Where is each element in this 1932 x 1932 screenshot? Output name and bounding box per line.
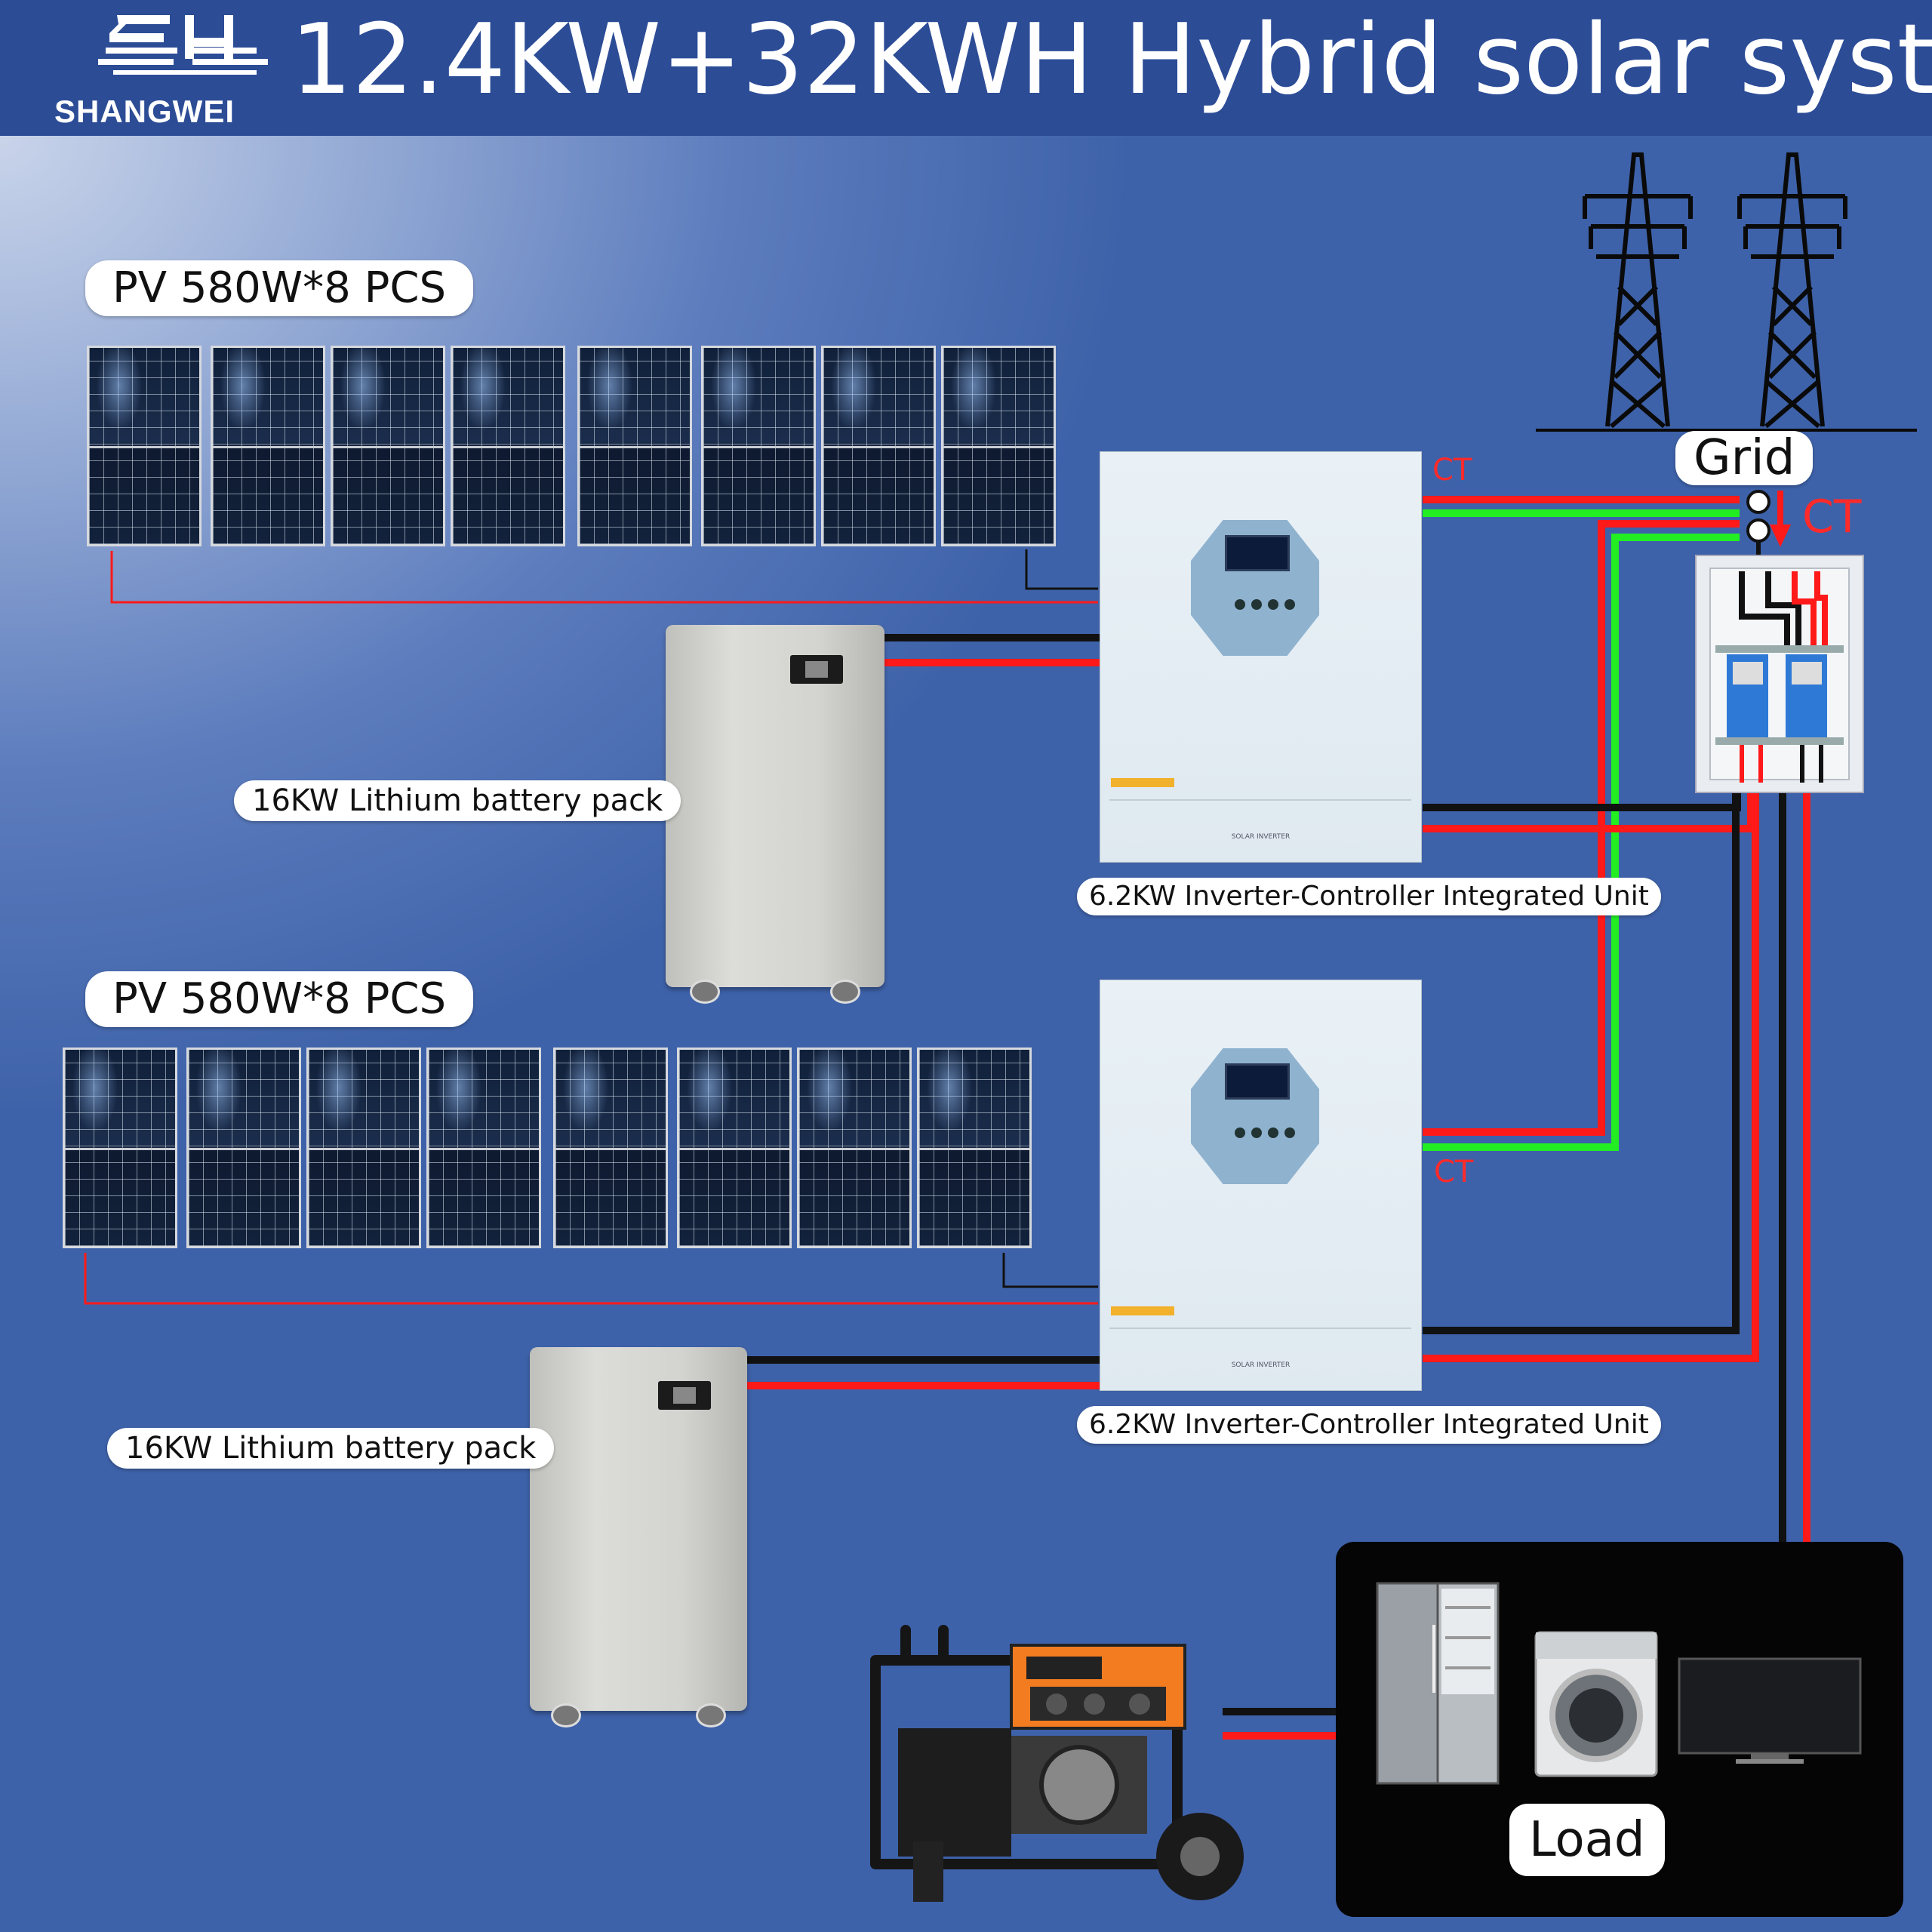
battery-1-label: 16KW Lithium battery pack: [234, 780, 681, 821]
solar-panel: [451, 346, 565, 546]
inverter-button-icon[interactable]: [1284, 1128, 1295, 1138]
battery-switch-icon: [790, 655, 843, 684]
load-label: Load: [1509, 1804, 1665, 1876]
solar-panel: [821, 346, 936, 546]
inverter-button-icon[interactable]: [1284, 599, 1295, 610]
solar-panel: [917, 1048, 1032, 1248]
washing-machine-icon: [1534, 1631, 1658, 1777]
inverter-2: SOLAR INVERTER: [1100, 980, 1422, 1391]
generator-icon: [870, 1625, 1244, 1902]
solar-panel: [306, 1048, 421, 1248]
solar-panel: [87, 346, 202, 546]
wheel-icon: [696, 1703, 726, 1727]
wheel-icon: [551, 1703, 581, 1727]
solar-panel: [941, 346, 1056, 546]
inverter-1-ac-live: [1423, 792, 1755, 832]
solar-panel: [677, 1048, 792, 1248]
pv-array-1-label: PV 580W*8 PCS: [85, 260, 473, 316]
solar-panel: [797, 1048, 912, 1248]
brand-logo: [45, 6, 287, 133]
header-bar: SHANGWEI 12.4KW+32KWH Hybrid solar syste…: [0, 0, 1932, 136]
pv-string-wiring-2: [84, 1253, 1098, 1305]
grid-ct-label: CT: [1802, 491, 1862, 543]
solar-panel: [211, 346, 325, 546]
power-tower-icon: [1536, 152, 1917, 432]
inverter-tag: [1111, 1306, 1174, 1315]
inverter-display-icon: [1225, 535, 1290, 571]
inverter-button-icon[interactable]: [1268, 1128, 1278, 1138]
television-icon: [1678, 1657, 1862, 1764]
inverter-button-icon[interactable]: [1251, 1128, 1262, 1138]
pv-string-wiring-1: [110, 549, 1098, 604]
inverter-divider: [1109, 799, 1411, 801]
inverter-1-ct-label: CT: [1432, 453, 1472, 488]
solar-panel: [331, 346, 445, 546]
inverter-divider: [1109, 1327, 1411, 1329]
wheel-icon: [690, 980, 720, 1004]
inverter-footer-text: SOLAR INVERTER: [1231, 833, 1291, 841]
inverter-2-label: 6.2KW Inverter-Controller Integrated Uni…: [1077, 1406, 1661, 1444]
pv-array-2-label: PV 580W*8 PCS: [85, 971, 473, 1027]
ct-arrow-icon: [1770, 491, 1791, 547]
inverter-2-ct-label: CT: [1434, 1155, 1474, 1189]
inverter-button-icon[interactable]: [1235, 1128, 1245, 1138]
inverter-display-icon: [1225, 1063, 1290, 1100]
solar-panel: [701, 346, 816, 546]
inverter-tag: [1111, 778, 1174, 787]
inverter-1: SOLAR INVERTER: [1100, 451, 1422, 863]
inverter-button-icon[interactable]: [1268, 599, 1278, 610]
grid-label: Grid: [1675, 431, 1814, 485]
inverter-2-ac-live: [1423, 792, 1759, 1362]
inverter-2-ct-green-wire: [1423, 534, 1740, 1151]
grid-node-1: [1746, 490, 1770, 514]
logo-mark-icon: [98, 15, 268, 75]
solar-panel: [426, 1048, 541, 1248]
solar-panel: [63, 1048, 177, 1248]
solar-panel: [577, 346, 692, 546]
inverter-button-icon[interactable]: [1251, 599, 1262, 610]
solar-panel: [186, 1048, 301, 1248]
inverter-2-ac-neutral: [1423, 792, 1740, 1334]
grid-node-2: [1746, 518, 1770, 543]
inverter-button-icon[interactable]: [1235, 599, 1245, 610]
battery-2-label: 16KW Lithium battery pack: [107, 1428, 555, 1469]
lithium-battery-2: [530, 1347, 747, 1727]
lithium-battery-1: [666, 625, 884, 1004]
wheel-icon: [830, 980, 860, 1004]
page-title: 12.4KW+32KWH Hybrid solar system: [291, 4, 1932, 116]
inverter-1-ac-neutral: [1423, 792, 1741, 811]
solar-panel: [553, 1048, 668, 1248]
battery-switch-icon: [658, 1381, 711, 1410]
refrigerator-icon: [1376, 1582, 1500, 1785]
inverter-footer-text: SOLAR INVERTER: [1231, 1361, 1291, 1369]
breaker-box: [1695, 555, 1864, 793]
breaker-switch-icon: [1709, 568, 1850, 783]
brand-name: SHANGWEI: [54, 94, 235, 129]
inverter-1-label: 6.2KW Inverter-Controller Integrated Uni…: [1077, 878, 1661, 915]
